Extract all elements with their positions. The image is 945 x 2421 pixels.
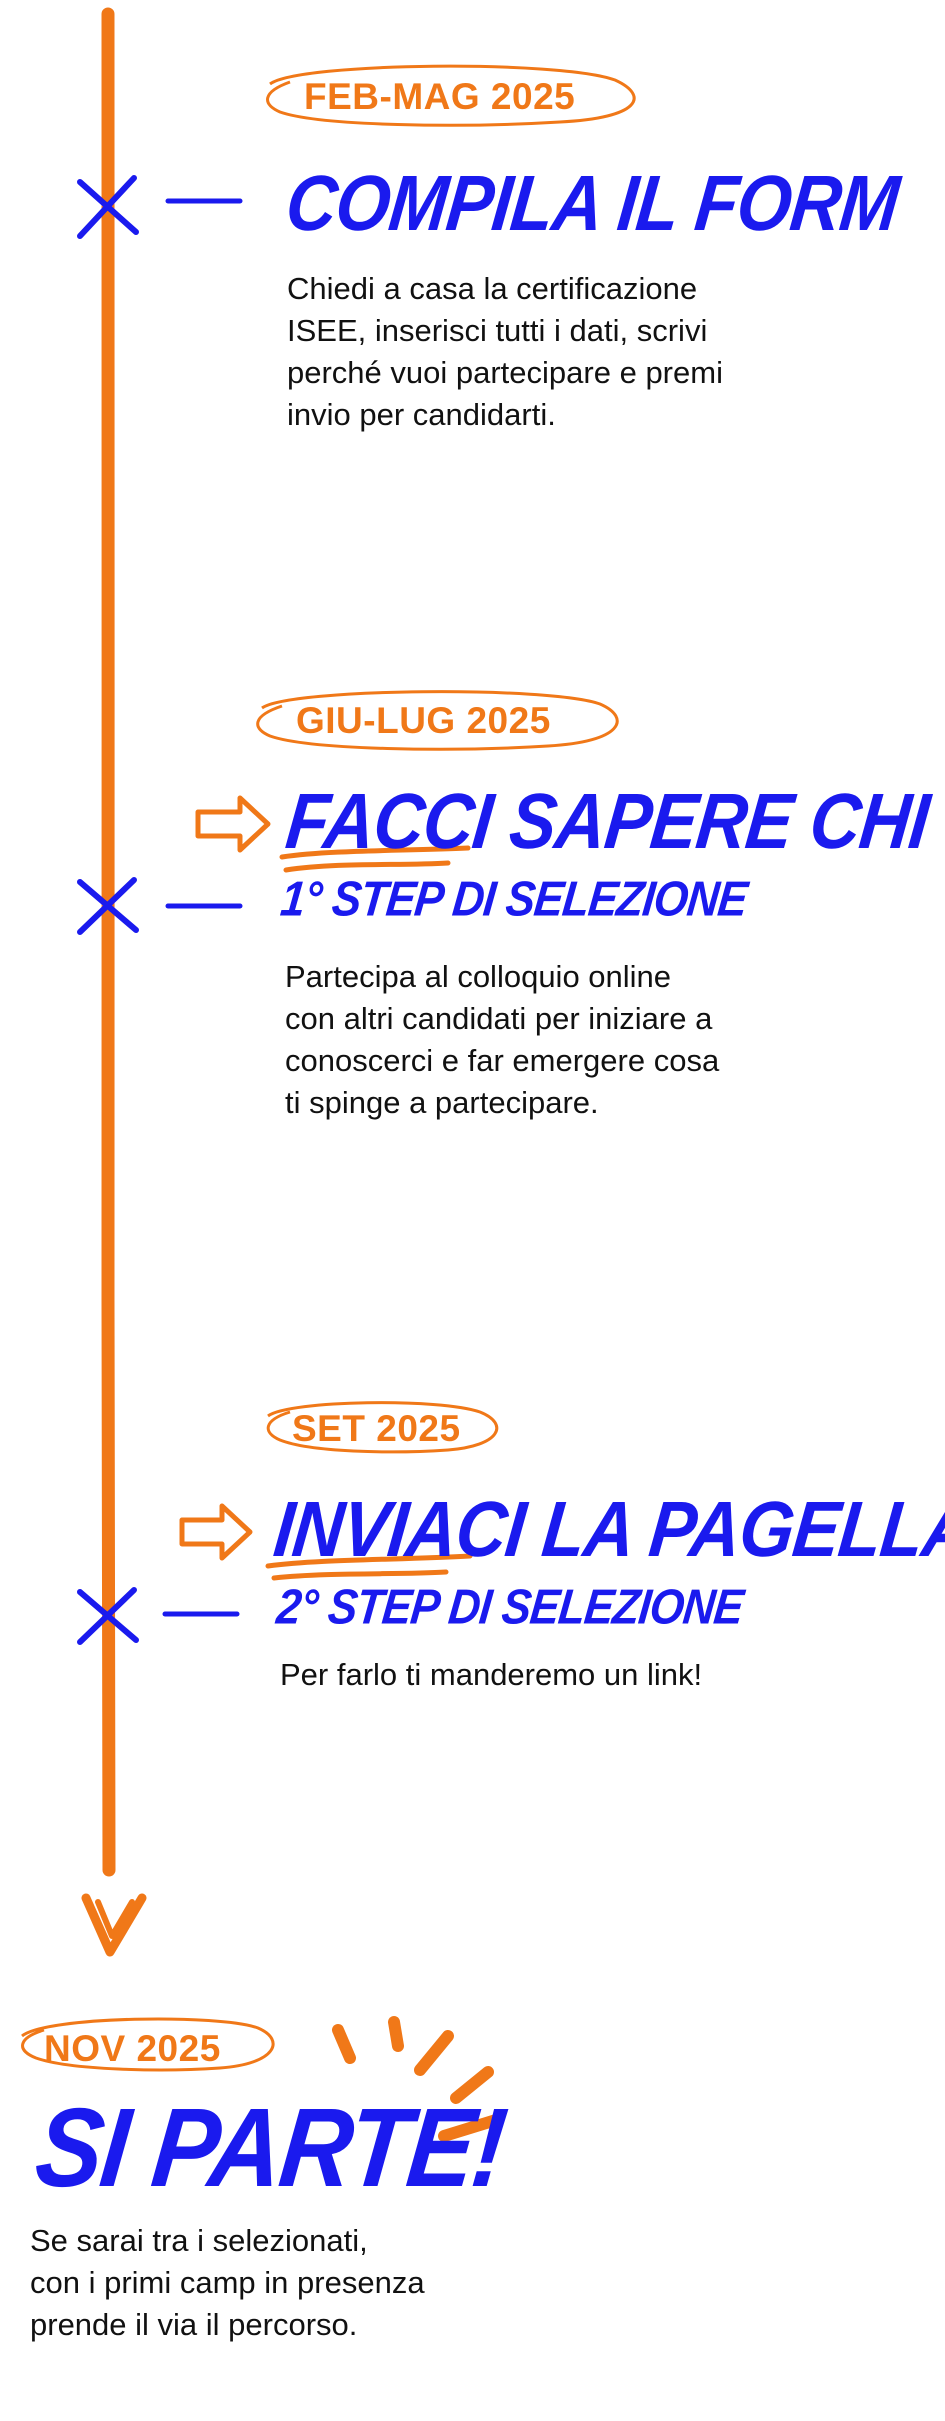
description-line: Partecipa al colloquio online xyxy=(285,959,672,994)
step-title: INVIACI LA PAGELLA xyxy=(270,1485,945,1573)
step-title: FACCI SAPERE CHI SEI xyxy=(282,777,945,865)
arrow-right-icon xyxy=(195,795,271,853)
description-line: invio per candidarti. xyxy=(287,397,556,432)
period-ellipse xyxy=(21,64,636,2072)
final-title: SI PARTE! xyxy=(30,2085,511,2211)
step-subtitle: 2° STEP DI SELEZIONE xyxy=(274,1580,746,1635)
description-line: Se sarai tra i selezionati, xyxy=(30,2223,368,2258)
description-line: con altri candidati per iniziare a xyxy=(285,1001,713,1036)
period-badge: GIU-LUG 2025 xyxy=(296,700,551,741)
chevron-down-icon xyxy=(81,1893,147,1957)
description-line: con i primi camp in presenza xyxy=(30,2265,425,2300)
step-description: Partecipa al colloquio online con altri … xyxy=(285,956,719,1124)
description-line: conoscerci e far emergere cosa xyxy=(285,1043,720,1078)
step-description: Per farlo ti manderemo un link! xyxy=(280,1654,702,1696)
period-badge: SET 2025 xyxy=(292,1408,461,1449)
cross-marker-icon xyxy=(77,877,139,935)
title-underline xyxy=(265,1553,473,1581)
description-line: ti spinge a partecipare. xyxy=(285,1085,599,1120)
burst-lines-icon xyxy=(332,2016,502,2142)
timeline-line xyxy=(100,7,116,1877)
cross-marker-icon xyxy=(77,1587,139,1645)
period-badge: FEB-MAG 2025 xyxy=(304,76,576,117)
arrow-right-icon xyxy=(179,1503,253,1561)
description-line: prende il via il percorso. xyxy=(30,2307,358,2342)
title-underline xyxy=(279,845,471,873)
cross-marker-icon xyxy=(77,175,139,239)
step-title: COMPILA IL FORM xyxy=(282,159,903,247)
description-line: ISEE, inserisci tutti i dati, scrivi xyxy=(287,313,708,348)
description-line: Chiedi a casa la certificazione xyxy=(287,271,698,306)
period-badge: NOV 2025 xyxy=(44,2028,221,2069)
step-description: Chiedi a casa la certificazione ISEE, in… xyxy=(287,268,723,436)
step-subtitle: 1° STEP DI SELEZIONE xyxy=(278,872,750,927)
description-line: Per farlo ti manderemo un link! xyxy=(280,1657,703,1692)
final-description: Se sarai tra i selezionati, con i primi … xyxy=(30,2220,425,2346)
description-line: perché vuoi partecipare e premi xyxy=(287,355,723,390)
